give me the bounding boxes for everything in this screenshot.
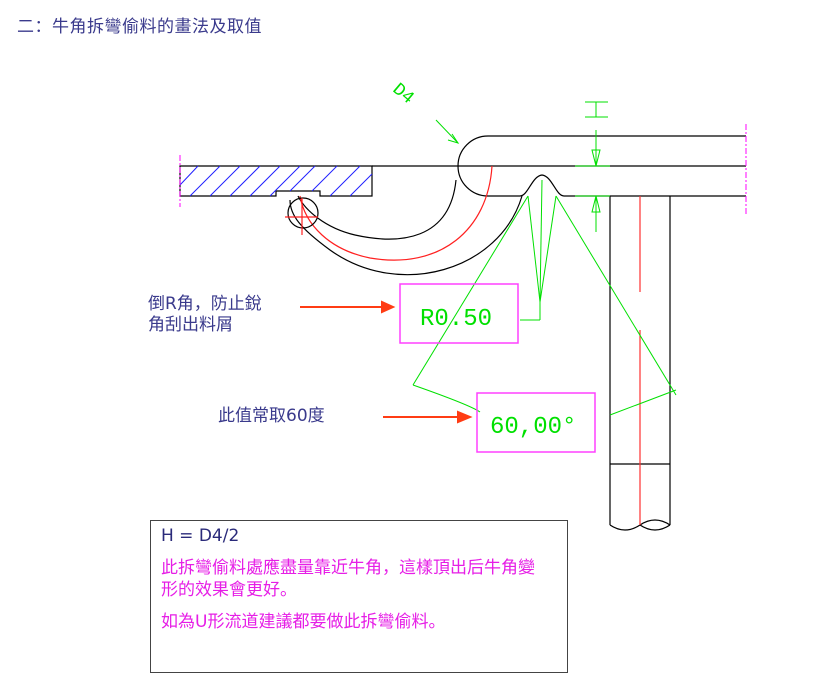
radius-note: 倒R角，防止銳 角刮出料屑 xyxy=(148,294,262,336)
note-paragraph-1: 此拆彎偷料處應盡量靠近牛角，這樣頂出后牛角變形的效果會更好。 xyxy=(161,558,535,600)
radius-note-line2: 角刮出料屑 xyxy=(148,315,233,335)
hatched-plate xyxy=(179,155,373,207)
horn-gate xyxy=(285,165,523,276)
radius-value: R0.50 xyxy=(420,306,492,333)
radius-note-line1: 倒R角，防止銳 xyxy=(148,294,262,314)
note-box: H = D4/2 此拆彎偷料處應盡量靠近牛角，這樣頂出后牛角變形的效果會更好。 … xyxy=(150,520,568,673)
page-title: 二：牛角拆彎偷料的畫法及取值 xyxy=(17,17,262,37)
d4-label: D4 xyxy=(388,80,417,109)
dimensions xyxy=(412,101,677,416)
angle-value: 60,00° xyxy=(490,414,576,441)
formula: H = D4/2 xyxy=(161,526,240,546)
runner xyxy=(372,124,747,216)
radius-box xyxy=(399,283,519,344)
sprue xyxy=(609,196,671,531)
note-paragraph-2: 如為U形流道建議都要做此拆彎偷料。 xyxy=(161,612,446,632)
angle-note: 此值常取60度 xyxy=(218,406,325,426)
arrow-icon xyxy=(300,300,473,424)
angle-box xyxy=(476,392,596,453)
